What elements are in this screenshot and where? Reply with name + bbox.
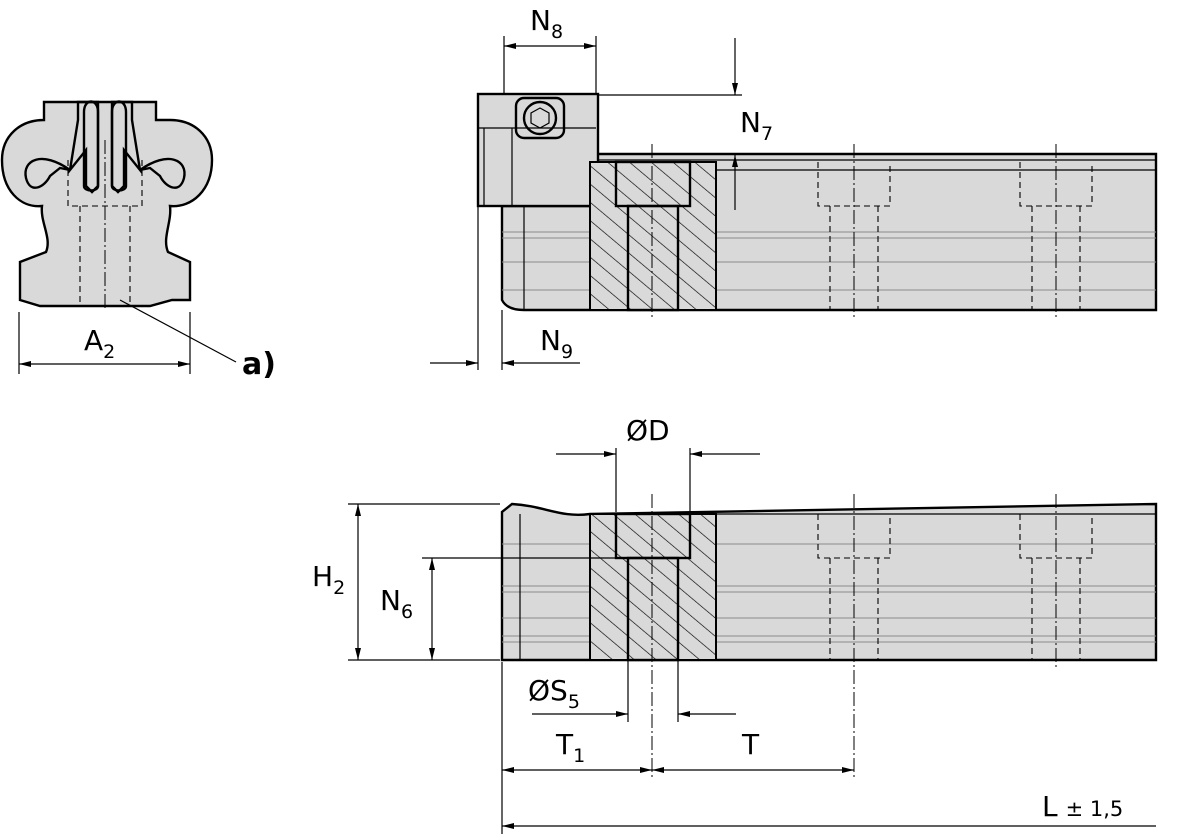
note-a-leader: a) xyxy=(119,299,276,382)
dimension-n7: N7 xyxy=(598,38,773,210)
svg-text:ØD: ØD xyxy=(626,414,670,447)
dimension-l: L± 1,5 xyxy=(502,790,1156,829)
svg-text:N9: N9 xyxy=(540,324,573,363)
svg-text:T: T xyxy=(741,728,760,761)
svg-text:N7: N7 xyxy=(740,106,773,145)
svg-text:A2: A2 xyxy=(84,324,115,363)
rail-top-view xyxy=(476,92,1158,320)
rail-end-view xyxy=(0,100,214,310)
dimension-t: T xyxy=(652,728,854,773)
svg-text:H2: H2 xyxy=(312,560,345,599)
dimension-h2: H2 xyxy=(312,503,500,661)
dimension-n8: N8 xyxy=(503,4,597,94)
dimension-a2: A2 xyxy=(18,312,191,374)
dimension-n6: N6 xyxy=(380,557,616,660)
dimension-t1: T1 xyxy=(501,662,652,834)
dimension-os5: ØS5 xyxy=(528,660,736,722)
dimension-n9: N9 xyxy=(430,206,580,370)
svg-text:L± 1,5: L± 1,5 xyxy=(1042,790,1123,823)
dimension-od: ØD xyxy=(556,414,760,512)
svg-text:ØS5: ØS5 xyxy=(528,674,580,713)
svg-text:N6: N6 xyxy=(380,584,413,623)
svg-text:a): a) xyxy=(242,347,276,382)
svg-text:T1: T1 xyxy=(555,728,585,767)
svg-text:N8: N8 xyxy=(530,4,563,43)
rail-side-view xyxy=(500,494,1158,780)
